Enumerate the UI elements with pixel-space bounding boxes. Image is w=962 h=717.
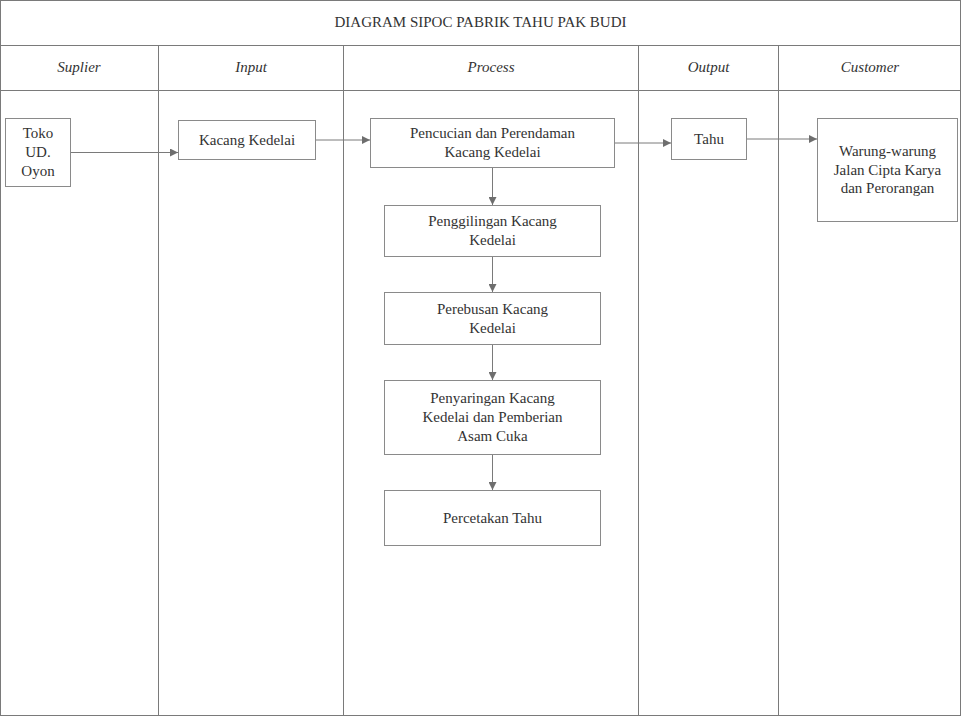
flow-arrow (492, 455, 493, 490)
process-box: Tahu (671, 118, 747, 160)
process-box: Pencucian dan Perendaman Kacang Kedelai (370, 118, 615, 168)
sipoc-column: ProcessPencucian dan Perendaman Kacang K… (343, 45, 638, 716)
box-label: Perebusan Kacang Kedelai (428, 300, 558, 338)
sipoc-column: CustomerWarung-warung Jalan Cipta Karya … (778, 45, 961, 716)
column-header: Process (344, 45, 638, 91)
process-box: Warung-warung Jalan Cipta Karya dan Pero… (817, 118, 958, 222)
diagram-title: DIAGRAM SIPOC PABRIK TAHU PAK BUDI (334, 14, 626, 31)
sipoc-column: InputKacang Kedelai (158, 45, 343, 716)
column-title: Output (688, 59, 730, 76)
column-header: Input (159, 45, 343, 91)
box-label: Kacang Kedelai (199, 131, 295, 150)
process-box: Percetakan Tahu (384, 490, 601, 546)
column-header: Output (639, 45, 778, 91)
box-label: Percetakan Tahu (443, 509, 542, 528)
flow-arrow (747, 139, 817, 140)
box-label: Pencucian dan Perendaman Kacang Kedelai (393, 124, 593, 162)
process-box: Toko UD. Oyon (5, 118, 71, 187)
title-bar: DIAGRAM SIPOC PABRIK TAHU PAK BUDI (0, 0, 961, 46)
column-title: Input (235, 59, 267, 76)
process-box: Kacang Kedelai (178, 120, 316, 160)
column-title: Customer (841, 59, 899, 76)
flow-arrow (492, 345, 493, 380)
flow-arrow (492, 257, 493, 292)
process-box: Penggilingan Kacang Kedelai (384, 205, 601, 257)
column-title: Suplier (57, 59, 100, 76)
box-label: Warung-warung Jalan Cipta Karya dan Pero… (825, 142, 950, 198)
flow-arrow (492, 168, 493, 205)
box-label: Penyaringan Kacang Kedelai dan Pemberian… (413, 389, 573, 445)
column-title: Process (468, 59, 515, 76)
process-box: Perebusan Kacang Kedelai (384, 292, 601, 345)
flow-arrow (615, 143, 671, 144)
sipoc-column: SuplierToko UD. Oyon (0, 45, 158, 716)
column-header: Suplier (0, 45, 158, 91)
box-label: Penggilingan Kacang Kedelai (428, 212, 558, 250)
box-label: Tahu (694, 130, 724, 149)
column-header: Customer (779, 45, 961, 91)
box-label: Toko UD. Oyon (12, 124, 64, 180)
sipoc-column: OutputTahu (638, 45, 778, 716)
flow-arrow (71, 152, 178, 153)
process-box: Penyaringan Kacang Kedelai dan Pemberian… (384, 380, 601, 455)
